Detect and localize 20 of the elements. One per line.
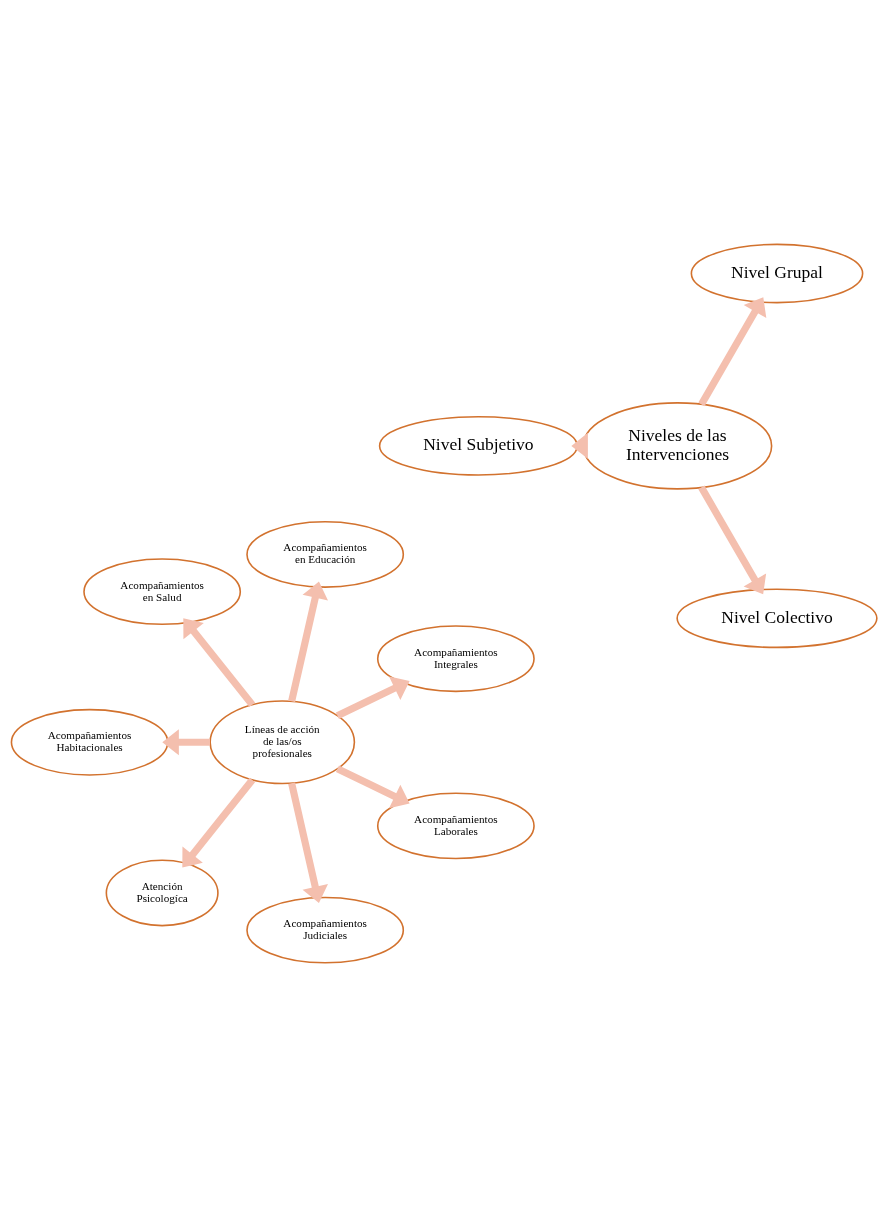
arrow (571, 432, 588, 459)
arrow (698, 297, 767, 407)
node-ellipse: Nivel Colectivo (676, 588, 878, 649)
arrow (288, 581, 328, 703)
node-ellipse: Nivel Grupal (690, 243, 864, 304)
node-ellipse: Acompañamientos en Salud (83, 558, 242, 626)
node-ellipse: Acompañamientos Habitacionales (10, 708, 169, 776)
node-ellipse: Acompañamientos Laborales (376, 792, 535, 860)
arrow (698, 485, 767, 595)
node-ellipse: Acompañamientos en Educación (246, 520, 405, 588)
arrow (335, 765, 410, 809)
arrow (288, 782, 328, 903)
node-ellipse: Nivel Subjetivo (378, 415, 578, 476)
arrow (183, 618, 256, 707)
node-ellipse: Líneas de acción de las/os profesionales (209, 700, 356, 785)
arrow (182, 777, 256, 868)
arrow (335, 676, 410, 719)
node-ellipse: Acompañamientos Judiciales (246, 896, 405, 964)
node-ellipse: Atención Psicologíca (105, 859, 219, 927)
node-ellipse: Acompañamientos Integrales (376, 625, 535, 693)
